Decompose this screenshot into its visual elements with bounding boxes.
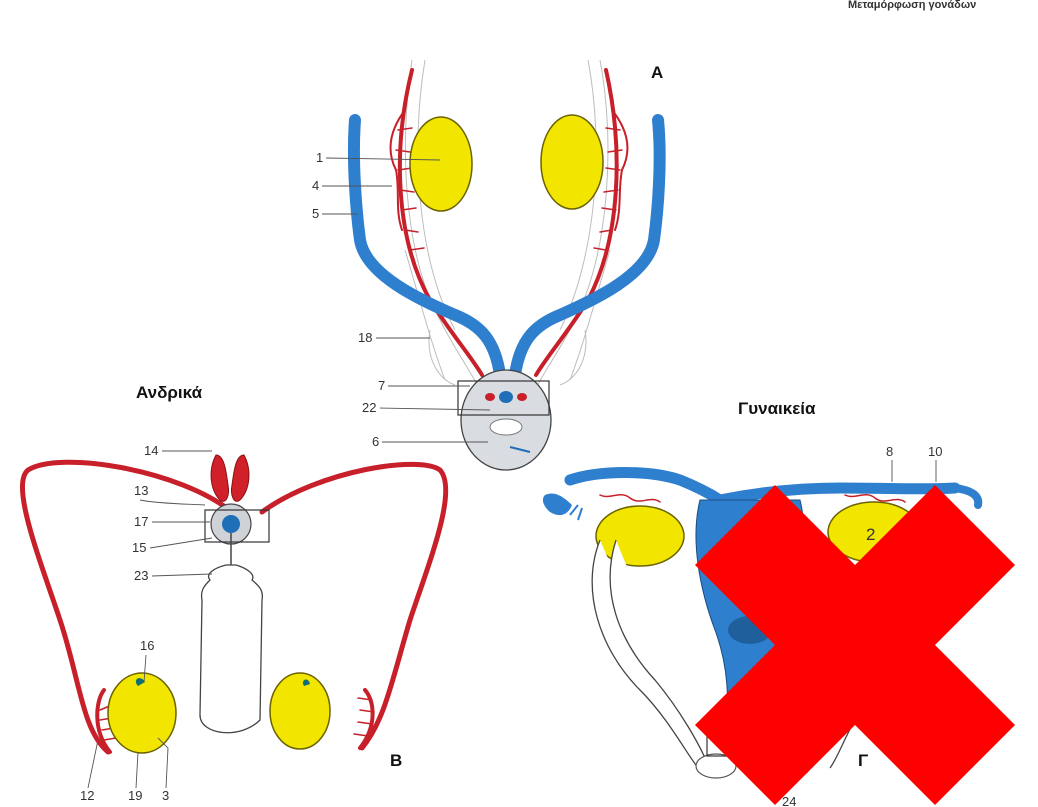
heading-female: Γυναικεία bbox=[738, 399, 816, 418]
panel-letter-a: Α bbox=[651, 63, 663, 82]
label-19: 19 bbox=[128, 788, 142, 803]
label-24: 24 bbox=[782, 794, 796, 807]
label-6: 6 bbox=[372, 434, 379, 449]
label-7: 7 bbox=[378, 378, 385, 393]
label-2: 2 bbox=[866, 525, 875, 544]
label-12: 12 bbox=[80, 788, 94, 803]
label-16: 16 bbox=[140, 638, 154, 653]
label-10: 10 bbox=[928, 444, 942, 459]
top-cut-text: Μεταμόρφωση γονάδων bbox=[848, 0, 976, 11]
label-3: 3 bbox=[162, 788, 169, 803]
label-23: 23 bbox=[134, 568, 148, 583]
heading-male: Ανδρικά bbox=[136, 383, 203, 402]
panel-g-illustration bbox=[543, 473, 1015, 806]
label-8: 8 bbox=[886, 444, 893, 459]
label-4: 4 bbox=[312, 178, 319, 193]
panel-letter-g: Γ bbox=[858, 751, 868, 770]
label-22: 22 bbox=[362, 400, 376, 415]
label-1: 1 bbox=[316, 150, 323, 165]
label-5: 5 bbox=[312, 206, 319, 221]
panel-letter-b: Β bbox=[390, 751, 402, 770]
label-15: 15 bbox=[132, 540, 146, 555]
panel-b-illustration bbox=[22, 455, 445, 753]
label-13: 13 bbox=[134, 483, 148, 498]
label-17: 17 bbox=[134, 514, 148, 529]
label-14: 14 bbox=[144, 443, 158, 458]
label-18: 18 bbox=[358, 330, 372, 345]
